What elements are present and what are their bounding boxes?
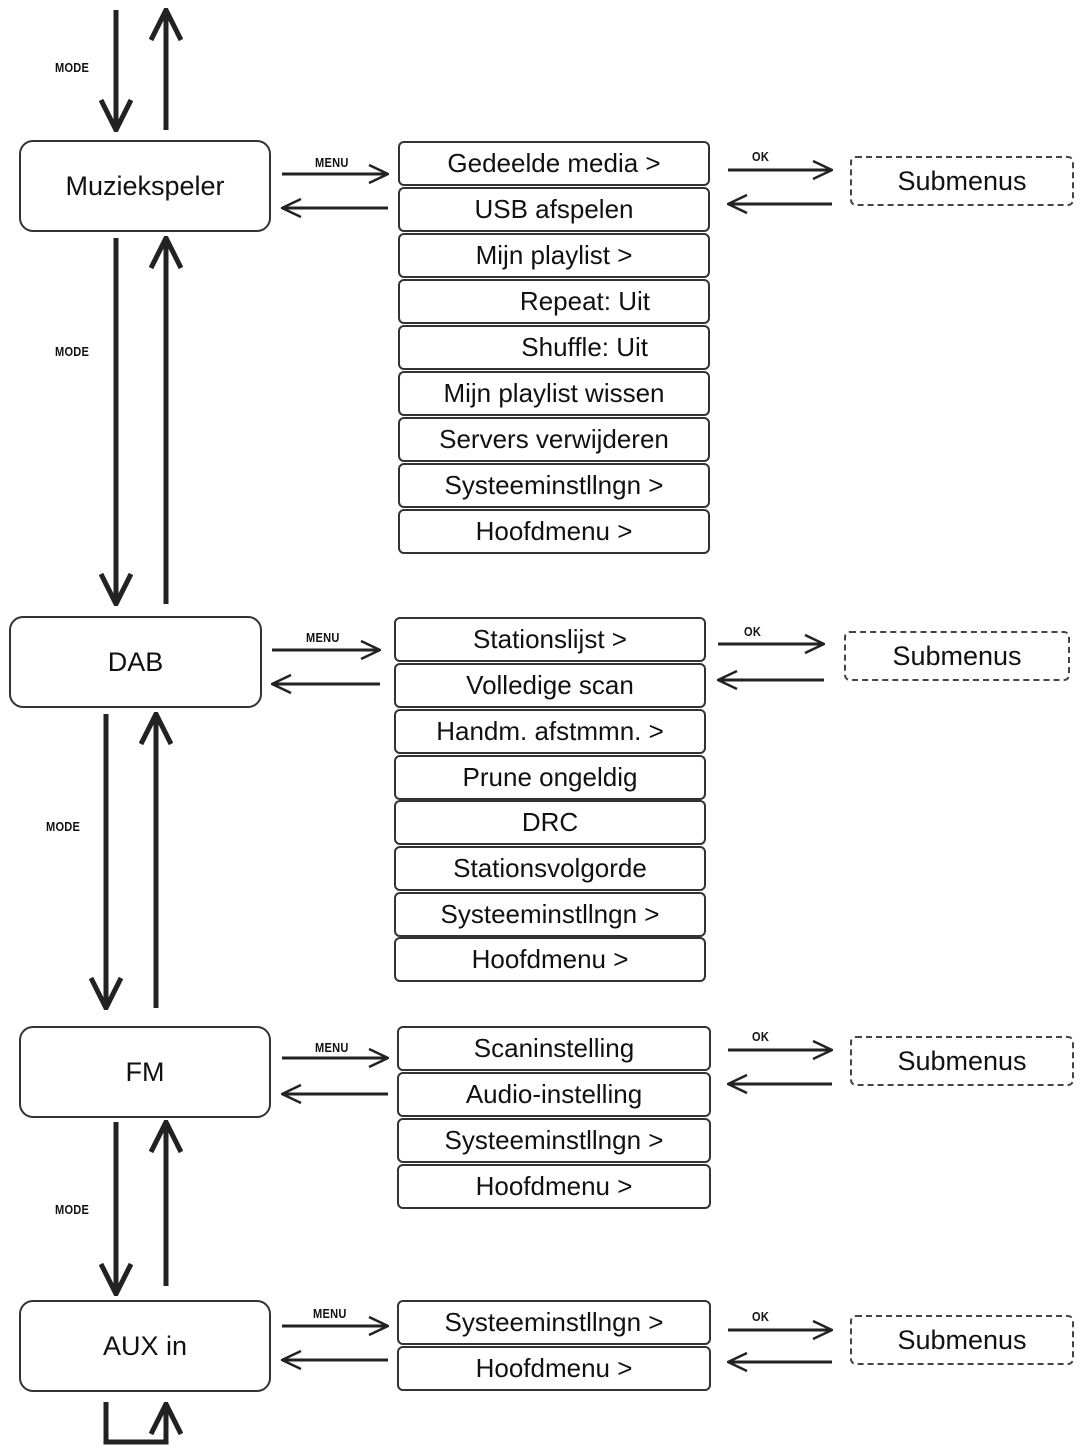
menu-label: MENU — [306, 630, 340, 645]
ok-label: OK — [752, 149, 770, 164]
menu-item: Hoofdmenu > — [398, 509, 710, 554]
ok-label: OK — [752, 1309, 770, 1324]
mode-box-fm: FM — [19, 1026, 271, 1118]
menu-item: Systeeminstllngn > — [398, 463, 710, 508]
menu-item: Systeeminstllngn > — [394, 892, 706, 937]
menu-item: Scaninstelling — [397, 1026, 711, 1071]
menu-item: Systeeminstllngn > — [397, 1300, 711, 1345]
mode-label: MODE — [55, 344, 90, 359]
menu-item: USB afspelen — [398, 187, 710, 232]
menu-item: Repeat: Uit — [398, 279, 710, 324]
menu-label: MENU — [313, 1306, 347, 1321]
menu-item: Shuffle: Uit — [398, 325, 710, 370]
ok-label: OK — [744, 624, 762, 639]
menu-item: Stationsvolgorde — [394, 846, 706, 891]
menu-item: Systeeminstllngn > — [397, 1118, 711, 1163]
menu-item: Hoofdmenu > — [397, 1346, 711, 1391]
menu-item: Mijn playlist > — [398, 233, 710, 278]
menu-item: Volledige scan — [394, 663, 706, 708]
submenus-box: Submenus — [850, 1315, 1074, 1365]
menu-item: Prune ongeldig — [394, 755, 706, 800]
submenus-box: Submenus — [850, 156, 1074, 206]
ok-label: OK — [752, 1029, 770, 1044]
menu-item: Stationslijst > — [394, 617, 706, 662]
mode-label: MODE — [46, 819, 81, 834]
mode-box-dab: DAB — [9, 616, 262, 708]
menu-item: Hoofdmenu > — [397, 1164, 711, 1209]
mode-box-muziekspeler: Muziekspeler — [19, 140, 271, 232]
menu-item: Servers verwijderen — [398, 417, 710, 462]
menu-item: Handm. afstmmn. > — [394, 709, 706, 754]
mode-label: MODE — [55, 60, 90, 75]
menu-item: Audio-instelling — [397, 1072, 711, 1117]
submenus-box: Submenus — [844, 631, 1070, 681]
mode-loop-arrow — [103, 1402, 166, 1445]
menu-item: DRC — [394, 800, 706, 845]
menu-label: MENU — [315, 155, 349, 170]
mode-label: MODE — [55, 1202, 90, 1217]
mode-box-aux-in: AUX in — [19, 1300, 271, 1392]
menu-item: Mijn playlist wissen — [398, 371, 710, 416]
submenus-box: Submenus — [850, 1036, 1074, 1086]
menu-label: MENU — [315, 1040, 349, 1055]
menu-item: Gedeelde media > — [398, 141, 710, 186]
menu-item: Hoofdmenu > — [394, 937, 706, 982]
